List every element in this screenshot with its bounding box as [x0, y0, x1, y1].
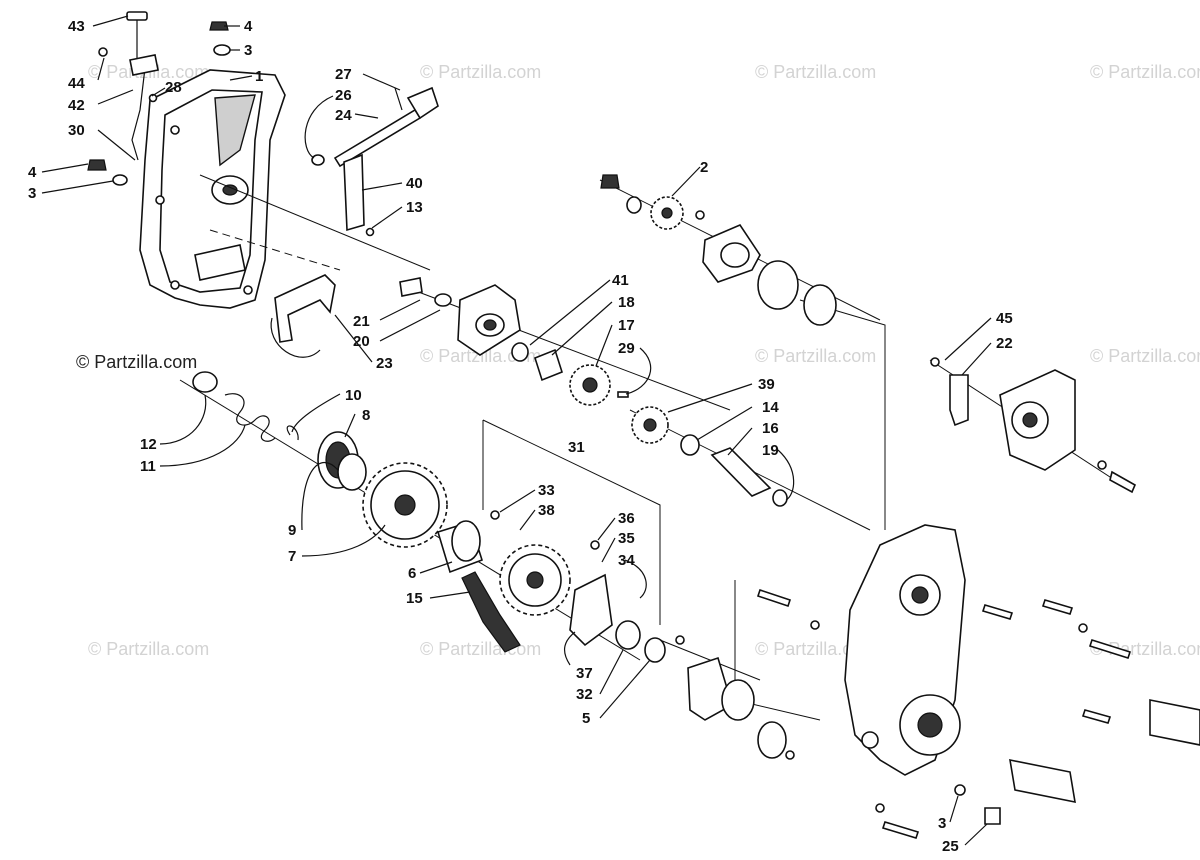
- callout-29: 29: [618, 340, 635, 357]
- bearing-and-clip-group: [286, 425, 367, 491]
- callout-31: 31: [568, 439, 585, 456]
- chaincase-cover: [139, 69, 286, 309]
- callout-4: 4: [28, 164, 37, 181]
- right-bracket: [930, 357, 1137, 494]
- bearing-bracket: [399, 277, 521, 356]
- callout-5: 5: [582, 710, 590, 727]
- watermark-layer: © Partzilla.com © Partzilla.com © Partzi…: [76, 62, 1200, 659]
- callout-18: 18: [618, 294, 635, 311]
- callout-27: 27: [335, 66, 352, 83]
- callout-41: 41: [612, 272, 629, 289]
- splined-gear: [437, 520, 483, 574]
- callout-26: 26: [335, 87, 352, 104]
- drive-chain: [461, 571, 521, 653]
- callout-3: 3: [938, 815, 946, 832]
- copyright-watermark: © Partzilla.com: [76, 352, 197, 372]
- callout-4: 4: [244, 18, 253, 35]
- callout-42: 42: [68, 97, 85, 114]
- callout-14: 14: [762, 399, 779, 416]
- callout-7: 7: [288, 548, 296, 565]
- callout-37: 37: [576, 665, 593, 682]
- watermark: © Partzilla.com: [420, 639, 541, 659]
- callout-11: 11: [140, 458, 156, 475]
- callout-44: 44: [68, 75, 85, 92]
- lower-sprocket-group: [482, 419, 666, 663]
- shift-fork: [270, 274, 336, 358]
- cover-fasteners: [87, 21, 231, 186]
- callout-6: 6: [408, 565, 416, 582]
- callout-10: 10: [345, 387, 362, 404]
- callout-9: 9: [288, 522, 296, 539]
- lower-bearing-flange: [675, 635, 795, 760]
- callout-22: 22: [996, 335, 1013, 352]
- callout-labels: 43 4 3 44 1 28 42 30 4 3 27 26 24 40 13 …: [28, 18, 1013, 855]
- watermark: © Partzilla.com: [88, 639, 209, 659]
- callout-23: 23: [376, 355, 393, 372]
- callout-43: 43: [68, 18, 85, 35]
- watermark: © Partzilla.com: [755, 346, 876, 366]
- callout-34: 34: [618, 552, 635, 569]
- shift-shaft-assembly: [311, 86, 439, 237]
- sprocket-bearings-group: [511, 342, 629, 406]
- watermark: © Partzilla.com: [755, 62, 876, 82]
- callout-39: 39: [758, 376, 775, 393]
- callout-3: 3: [244, 42, 252, 59]
- large-sprocket: [362, 462, 448, 548]
- callout-20: 20: [353, 333, 370, 350]
- callout-45: 45: [996, 310, 1013, 327]
- upper-sprocket-flange: [600, 174, 837, 326]
- callout-35: 35: [618, 530, 635, 547]
- watermark: © Partzilla.com: [1090, 62, 1200, 82]
- callout-12: 12: [140, 436, 157, 453]
- callout-17: 17: [618, 317, 635, 334]
- idler-group: [631, 406, 788, 507]
- callout-36: 36: [618, 510, 635, 527]
- gearcase-housing: [844, 524, 966, 776]
- callout-2: 2: [700, 159, 708, 176]
- callout-19: 19: [762, 442, 779, 459]
- callout-28: 28: [165, 79, 182, 96]
- callout-25: 25: [942, 838, 959, 855]
- watermark: © Partzilla.com: [420, 62, 541, 82]
- watermark: © Partzilla.com: [755, 639, 876, 659]
- callout-3: 3: [28, 185, 36, 202]
- callout-1: 1: [255, 68, 263, 85]
- watermark: © Partzilla.com: [1090, 346, 1200, 366]
- tensioner-spring-group: [192, 371, 276, 442]
- callout-30: 30: [68, 122, 85, 139]
- callout-32: 32: [576, 686, 593, 703]
- callout-15: 15: [406, 590, 423, 607]
- callout-40: 40: [406, 175, 423, 192]
- callout-33: 33: [538, 482, 555, 499]
- callout-8: 8: [362, 407, 370, 424]
- callout-16: 16: [762, 420, 779, 437]
- housing-bolts: [756, 588, 1200, 839]
- dipstick-assembly: [98, 11, 159, 161]
- callout-38: 38: [538, 502, 555, 519]
- callout-24: 24: [335, 107, 352, 124]
- callout-13: 13: [406, 199, 423, 216]
- watermark: © Partzilla.com: [420, 346, 541, 366]
- leader-lines: [41, 15, 992, 846]
- callout-21: 21: [353, 313, 370, 330]
